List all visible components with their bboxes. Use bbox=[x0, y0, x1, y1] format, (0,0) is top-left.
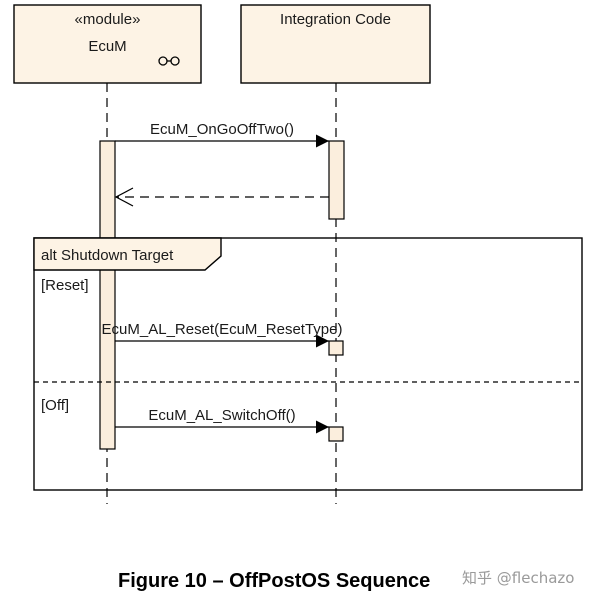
message-ongoofftwo: EcuM_OnGoOffTwo() bbox=[115, 121, 329, 148]
alt-fragment: alt Shutdown Target [Reset] [Off] bbox=[33, 237, 583, 491]
guard-off: [Off] bbox=[41, 397, 69, 414]
participant-ecum: «module» EcuM bbox=[13, 4, 202, 84]
alt-fragment-label: alt Shutdown Target bbox=[41, 247, 174, 264]
message-al-switchoff: EcuM_AL_SwitchOff() bbox=[115, 407, 344, 442]
return-message-arrowhead bbox=[114, 187, 134, 207]
figure-caption: Figure 10 – OffPostOS Sequence bbox=[118, 570, 430, 592]
activation-integration-code-2 bbox=[328, 340, 344, 356]
participant-ecum-stereotype: «module» bbox=[75, 11, 141, 28]
participant-ecum-box bbox=[13, 4, 202, 84]
activation-integration-code-3 bbox=[328, 426, 344, 442]
alt-fragment-frame bbox=[33, 237, 583, 491]
watermark: 知乎 @flechazo bbox=[462, 569, 574, 587]
participant-integration-code-box bbox=[240, 4, 431, 84]
activation-integration-code-1 bbox=[328, 140, 345, 220]
alt-fragment-label-tab bbox=[33, 237, 222, 271]
return-message bbox=[114, 187, 329, 207]
link-icon bbox=[158, 56, 180, 66]
guard-reset: [Reset] bbox=[41, 277, 89, 294]
participant-integration-code: Integration Code bbox=[240, 4, 431, 84]
message-al-reset-label: EcuM_AL_Reset(EcuM_ResetType) bbox=[102, 321, 343, 338]
message-ongoofftwo-label: EcuM_OnGoOffTwo() bbox=[150, 121, 294, 138]
message-al-reset: EcuM_AL_Reset(EcuM_ResetType) bbox=[102, 321, 344, 356]
activation-ecum bbox=[99, 140, 116, 450]
participant-integration-code-name: Integration Code bbox=[280, 11, 391, 28]
participant-ecum-name: EcuM bbox=[88, 38, 126, 55]
message-al-switchoff-label: EcuM_AL_SwitchOff() bbox=[148, 407, 295, 424]
